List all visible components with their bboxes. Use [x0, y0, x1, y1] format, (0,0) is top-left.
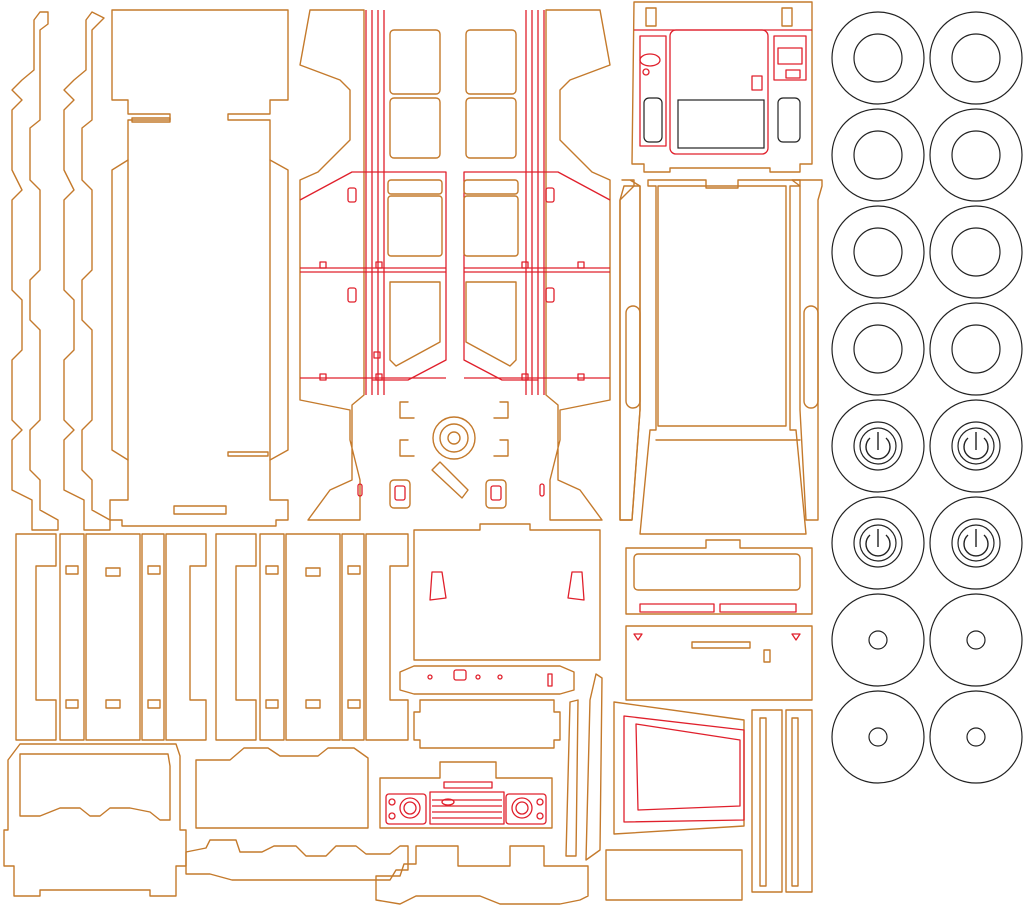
wheel-hub: [831, 11, 925, 105]
wheel-hub-ring: [951, 33, 1001, 83]
wheel-hub: [831, 108, 925, 202]
wheel-hub: [831, 205, 925, 299]
front-grille: [379, 761, 553, 829]
wheel-hub-ring: [951, 227, 1001, 277]
side-strip-2: [63, 11, 111, 531]
wheel-center-hole: [868, 630, 888, 650]
wheel-axle-ring: [957, 427, 995, 465]
wheel-hole: [831, 593, 925, 687]
spare-wheel-gear: [432, 416, 476, 460]
wheel-axle-slot: [963, 432, 989, 460]
side-strip-1: [11, 11, 59, 531]
wheel-axle-slot: [865, 432, 891, 460]
chassis-parts: [3, 673, 743, 905]
wheel-hub-ring: [853, 33, 903, 83]
wheel-hub: [831, 302, 925, 396]
wheel-hub-ring: [853, 518, 903, 568]
wheel-hub-ring: [951, 130, 1001, 180]
wheel-axle-slot: [963, 529, 989, 557]
wheel-axle-ring: [957, 524, 995, 562]
body-side-left: [299, 9, 447, 521]
wheel-hole: [929, 593, 1023, 687]
wheel-center-hole: [966, 630, 986, 650]
wheel-hub: [929, 205, 1023, 299]
wheel-axle-ring: [859, 427, 897, 465]
body-side-right: [463, 9, 611, 521]
wheel-axle: [831, 496, 925, 590]
wheel-hub: [929, 108, 1023, 202]
bonnet-panel: [399, 523, 601, 749]
wheel-center-hole: [868, 727, 888, 747]
wheel-hub: [929, 11, 1023, 105]
wheel-hub-ring: [853, 324, 903, 374]
wheel-hub-ring: [853, 130, 903, 180]
wheel-hub: [929, 302, 1023, 396]
wheel-hub-ring: [853, 421, 903, 471]
small-parts-center: [357, 401, 545, 509]
wheel-hub-ring: [951, 518, 1001, 568]
wheel-axle-ring: [859, 524, 897, 562]
wheel-hub-ring: [951, 324, 1001, 374]
wheels-grid: [831, 11, 1023, 784]
wheel-axle: [929, 496, 1023, 590]
left-side-strips: [11, 11, 111, 531]
wheel-axle: [929, 399, 1023, 493]
wheel-axle-slot: [865, 529, 891, 557]
rear-panel: [631, 1, 813, 173]
roof-panels: [619, 179, 823, 535]
wheel-axle: [831, 399, 925, 493]
wheel-hole: [831, 690, 925, 784]
wheel-hole: [929, 690, 1023, 784]
door-panels: [15, 533, 409, 741]
wheel-center-hole: [966, 727, 986, 747]
dash-parts: [613, 539, 813, 893]
floor-panel: [109, 9, 289, 527]
wheel-hub-ring: [853, 227, 903, 277]
wheel-hub-ring: [951, 421, 1001, 471]
